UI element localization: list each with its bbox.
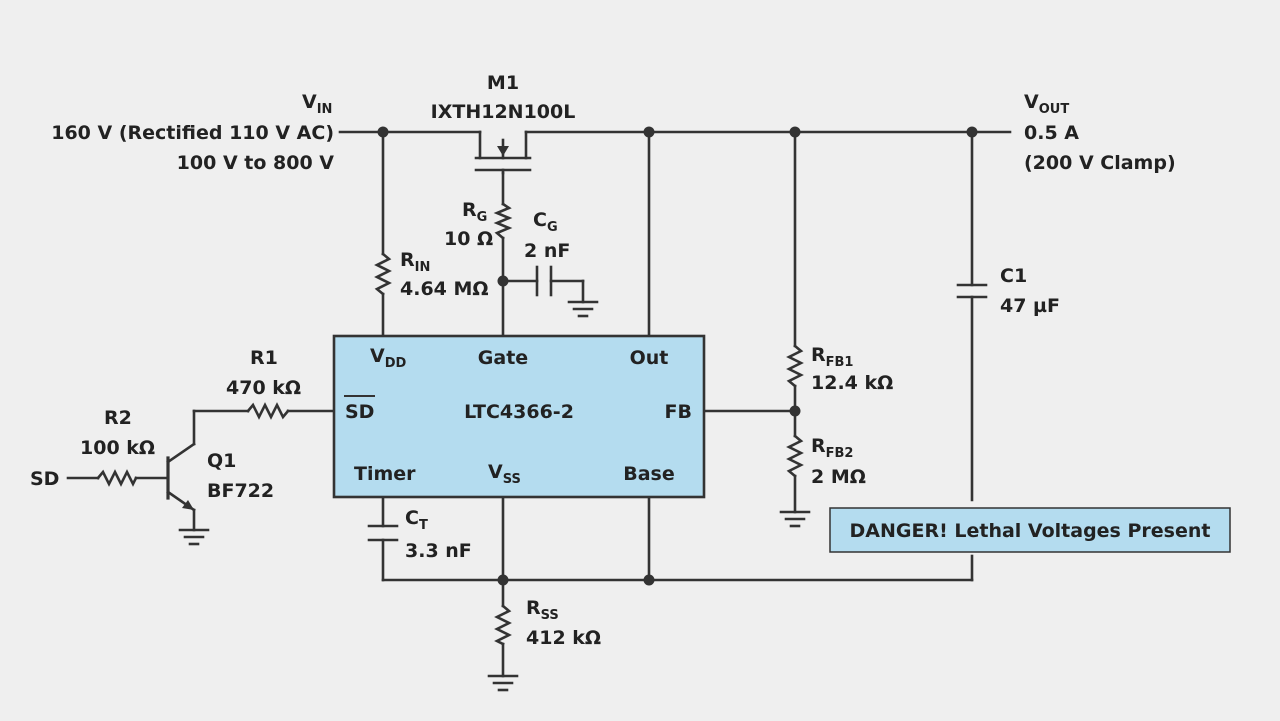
vout-label: VOUT xyxy=(1024,91,1069,117)
rfb2-label: RFB2 xyxy=(811,435,853,461)
vin-label: VIN xyxy=(302,91,332,117)
resistor-rfb1 xyxy=(786,344,804,388)
rss-label: RSS xyxy=(526,597,559,623)
vout-clamp-text: (200 V Clamp) xyxy=(1024,152,1176,174)
ic-pin-vss: VSS xyxy=(488,461,521,487)
resistor-rfb2 xyxy=(786,434,804,478)
resistor-rin xyxy=(374,252,392,296)
c1-value: 47 µF xyxy=(1000,295,1060,317)
ct-label: CT xyxy=(405,507,428,533)
m1-label: M1 xyxy=(487,72,519,94)
rg-label: RG xyxy=(462,199,487,225)
vout-current-text: 0.5 A xyxy=(1024,122,1079,144)
resistor-r2 xyxy=(96,469,138,487)
resistor-r1 xyxy=(246,402,290,420)
vin-voltage-text: 160 V (Rectified 110 V AC) xyxy=(51,122,334,144)
rss-value: 412 kΩ xyxy=(526,627,601,649)
sd-input-label: SD xyxy=(30,468,59,490)
resistor-rg xyxy=(493,202,513,240)
r1-value: 470 kΩ xyxy=(226,377,301,399)
resistor-rss xyxy=(494,604,512,646)
c1-label: C1 xyxy=(1000,265,1027,287)
rfb1-value: 12.4 kΩ xyxy=(811,372,893,394)
ground-cg xyxy=(567,300,599,318)
m1-part-number: IXTH12N100L xyxy=(431,101,576,123)
ct-value: 3.3 nF xyxy=(405,540,472,562)
ic-body xyxy=(332,334,706,499)
rfb2-value: 2 MΩ xyxy=(811,466,866,488)
warning-box xyxy=(829,507,1231,553)
ic-pin-sd: SD xyxy=(345,401,374,423)
capacitor-ct xyxy=(367,524,399,542)
ic-pin-out: Out xyxy=(630,347,669,369)
rfb1-label: RFB1 xyxy=(811,344,853,370)
ic-pin-vdd: VDD xyxy=(370,345,407,371)
ground-rss xyxy=(487,674,519,692)
transistor-q1 xyxy=(166,456,194,510)
junction-dots xyxy=(377,126,978,586)
q1-label: Q1 xyxy=(207,450,236,472)
ground-rfb xyxy=(779,510,811,528)
r1-label: R1 xyxy=(250,347,278,369)
mosfet-m1 xyxy=(474,130,532,175)
ic-pin-gate: Gate xyxy=(478,347,528,369)
rg-value: 10 Ω xyxy=(444,228,493,250)
warning-text: DANGER! Lethal Voltages Present xyxy=(850,520,1211,542)
ic-name: LTC4366-2 xyxy=(464,401,574,423)
r2-value: 100 kΩ xyxy=(80,437,155,459)
cg-label: CG xyxy=(533,209,558,235)
capacitor-cg xyxy=(535,265,553,297)
ground-q1 xyxy=(178,528,210,546)
ic-pin-timer: Timer xyxy=(354,463,416,485)
ic-pin-base: Base xyxy=(623,463,675,485)
rin-value: 4.64 MΩ xyxy=(400,278,489,300)
q1-part-number: BF722 xyxy=(207,480,274,502)
cg-value: 2 nF xyxy=(524,240,570,262)
r2-label: R2 xyxy=(104,407,132,429)
ic-pin-fb: FB xyxy=(665,401,692,423)
vin-range-text: 100 V to 800 V xyxy=(177,152,335,174)
wires xyxy=(66,130,1012,678)
capacitor-c1 xyxy=(956,283,988,299)
rin-label: RIN xyxy=(400,249,430,275)
